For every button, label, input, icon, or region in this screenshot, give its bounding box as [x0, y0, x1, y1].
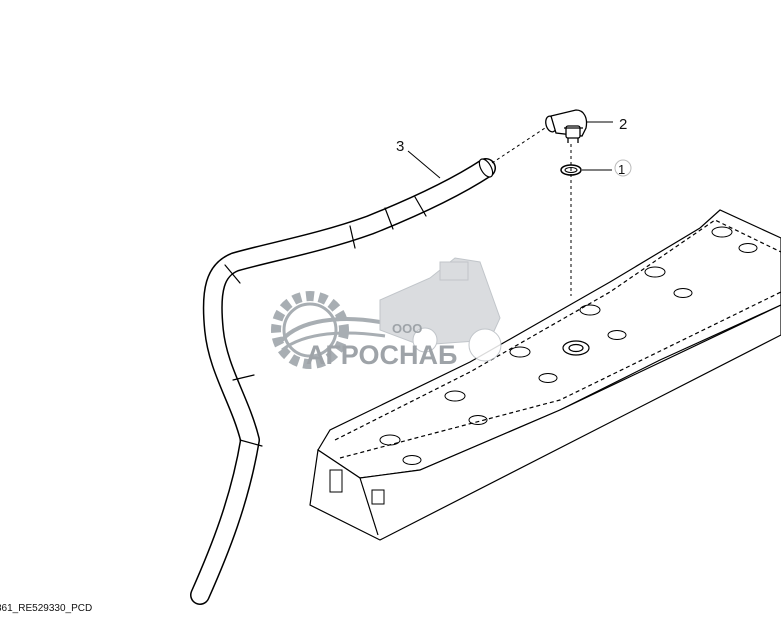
callout-label-1: 1 — [618, 162, 625, 177]
watermark-logo: ООО АГРОСНАБ — [271, 257, 502, 370]
gear-icon — [271, 291, 386, 369]
hose-assembly-line — [491, 127, 546, 164]
valve-cover — [309, 209, 781, 541]
watermark-brand: АГРОСНАБ — [306, 340, 457, 370]
leader-line-3 — [407, 150, 441, 179]
elbow-fitting-part-2 — [545, 109, 588, 143]
callout-1-circle: 1 — [614, 159, 632, 177]
watermark-ooo: ООО — [392, 321, 422, 336]
figure-id: 861_RE529330_PCD — [0, 603, 92, 614]
hose-part-3 — [190, 158, 496, 605]
combine-harvester-icon — [379, 257, 502, 362]
callout-label-3: 3 — [396, 138, 404, 155]
callout-label-2: 2 — [619, 116, 627, 133]
